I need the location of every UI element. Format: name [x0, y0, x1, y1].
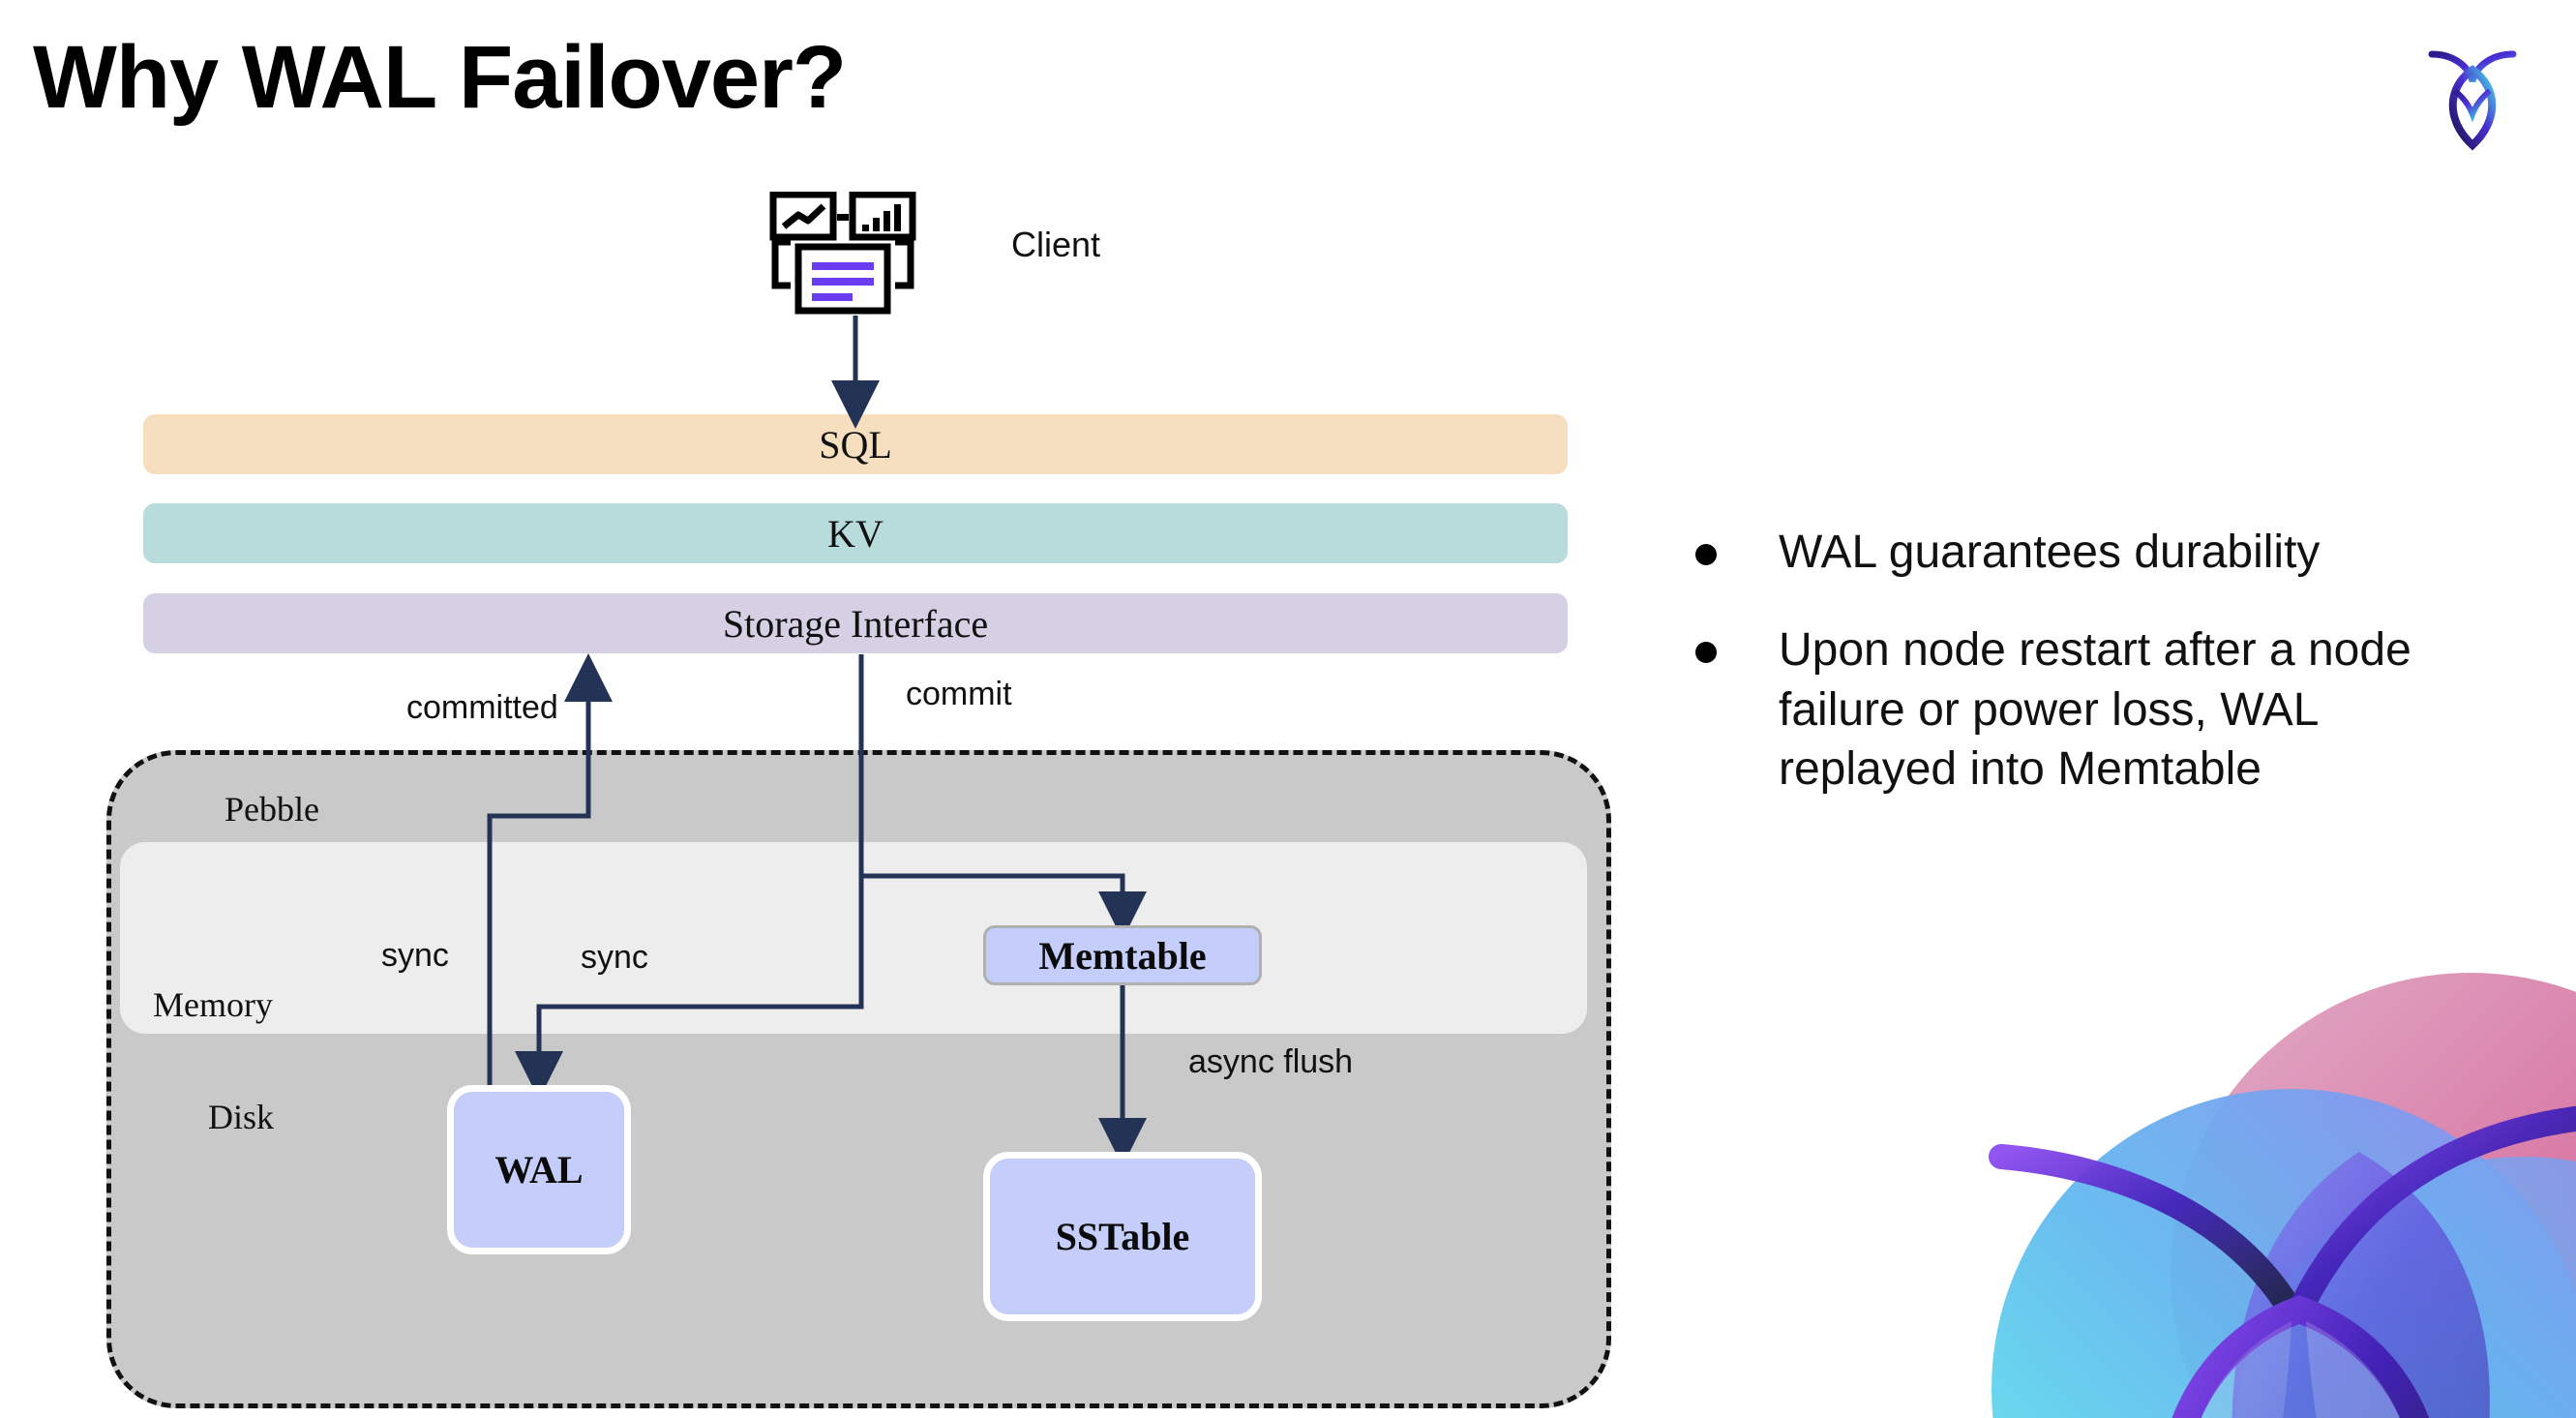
edge-label-committed: committed	[406, 689, 558, 726]
cockroach-logo-decor-icon	[1943, 924, 2576, 1418]
node-sstable-label: SSTable	[1055, 1215, 1190, 1258]
list-item: WAL guarantees durability	[1695, 523, 2499, 582]
pebble-label: Pebble	[225, 790, 319, 829]
list-item: Upon node restart after a node failure o…	[1695, 620, 2499, 799]
cockroach-logo-icon	[2414, 37, 2531, 153]
node-wal-label: WAL	[494, 1148, 584, 1192]
edge-label-async-flush: async flush	[1188, 1043, 1354, 1080]
layer-kv[interactable]: KV	[143, 503, 1568, 563]
node-sstable[interactable]: SSTable	[983, 1152, 1262, 1321]
layer-storage-label: Storage Interface	[722, 601, 989, 646]
page-title: Why WAL Failover?	[33, 28, 847, 127]
edge-label-commit: commit	[906, 676, 1012, 712]
bullet-dot-icon	[1695, 642, 1717, 664]
layer-kv-label: KV	[827, 511, 884, 556]
memory-label: Memory	[153, 985, 273, 1024]
layer-sql[interactable]: SQL	[143, 414, 1568, 474]
bullet-list: WAL guarantees durability Upon node rest…	[1695, 523, 2499, 838]
layer-sql-label: SQL	[819, 422, 892, 467]
node-memtable[interactable]: Memtable	[983, 925, 1262, 985]
node-wal[interactable]: WAL	[447, 1085, 631, 1254]
edge-label-sync-wal-write: sync	[581, 939, 648, 976]
disk-label: Disk	[208, 1098, 275, 1136]
bullet-text: WAL guarantees durability	[1779, 527, 2321, 578]
bullet-dot-icon	[1695, 544, 1717, 565]
client-dashboard-icon	[769, 191, 932, 316]
client-label: Client	[1011, 225, 1101, 264]
memory-region	[120, 842, 1587, 1034]
layer-storage-interface[interactable]: Storage Interface	[143, 593, 1568, 653]
bullet-text: Upon node restart after a node failure o…	[1779, 624, 2411, 796]
node-memtable-label: Memtable	[1038, 933, 1207, 978]
edge-label-sync-wal-ack: sync	[381, 937, 449, 974]
